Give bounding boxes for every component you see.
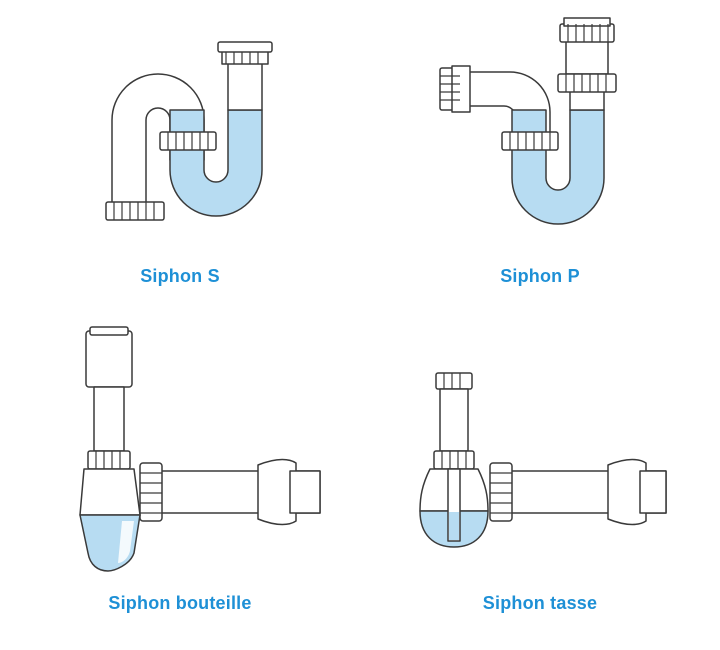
siphon-bouteille-label: Siphon bouteille xyxy=(108,593,252,613)
bottle-trap-icon xyxy=(79,326,321,572)
siphon-p-panel: Siphon P xyxy=(360,0,720,325)
s-trap-icon xyxy=(105,41,273,221)
cup-trap-icon xyxy=(419,372,667,548)
siphon-tasse-panel: Siphon tasse xyxy=(360,325,720,650)
p-trap-icon xyxy=(439,17,617,225)
siphon-s-label: Siphon S xyxy=(140,266,220,286)
siphon-s-panel: Siphon S xyxy=(0,0,360,325)
siphon-p-label: Siphon P xyxy=(500,266,580,286)
siphon-tasse-label: Siphon tasse xyxy=(482,593,598,613)
siphon-bouteille-panel: Siphon bouteille xyxy=(0,325,360,650)
